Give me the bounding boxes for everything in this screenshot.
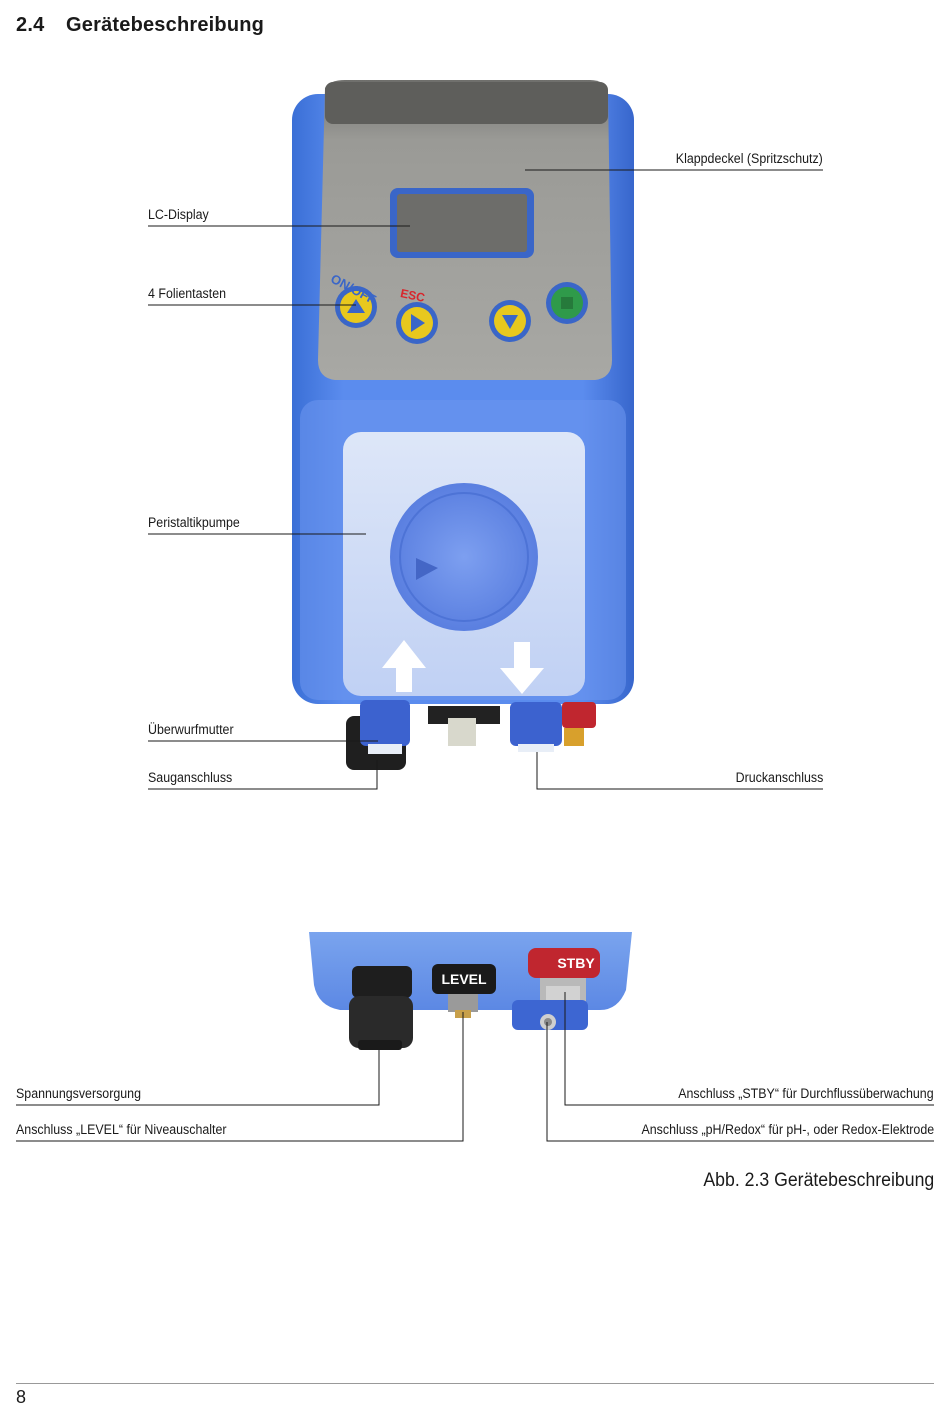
pressure-arrow-icon [500, 642, 544, 694]
leader-ph-redox [546, 1022, 934, 1142]
suction-arrow-icon [382, 640, 426, 692]
section-heading: 2.4 Gerätebeschreibung [16, 14, 264, 37]
label-peristaltikpumpe: Peristaltikpumpe [148, 515, 240, 530]
pump-rotor [390, 483, 538, 631]
footer-divider [16, 1383, 934, 1384]
stby-connector-label: STBY [557, 955, 595, 971]
stby-connector [528, 948, 600, 978]
label-anschluss-stby: Anschluss „STBY“ für Durchflussüberwachu… [678, 1086, 934, 1101]
lc-display-screen [397, 194, 527, 252]
pump-device-front: ON/OFF ESC [292, 80, 634, 770]
label-spannungsversorgung: Spannungsversorgung [16, 1086, 141, 1101]
section-title: Gerätebeschreibung [66, 14, 265, 36]
leader-level [16, 1012, 464, 1142]
label-folientasten: 4 Folientasten [148, 286, 227, 301]
pump-device-bottom-view [309, 932, 632, 1050]
page-number: 8 [16, 1387, 27, 1407]
membrane-keys [335, 282, 588, 344]
esc-key-label: ESC [399, 286, 426, 305]
label-anschluss-level: Anschluss „LEVEL“ für Niveauschalter [16, 1122, 227, 1137]
power-supply-gland [349, 996, 413, 1048]
leader-lines [16, 169, 934, 1142]
label-ueberwurfmutter: Überwurfmutter [148, 722, 234, 737]
pressure-nut [510, 702, 562, 746]
label-druckanschluss: Druckanschluss [735, 770, 823, 785]
suction-nut [360, 700, 410, 746]
leader-druckanschluss [536, 752, 823, 790]
label-lc-display: LC-Display [148, 207, 209, 222]
leader-sauganschluss [148, 760, 378, 790]
figure-caption: Abb. 2.3 Gerätebeschreibung [703, 1170, 934, 1191]
section-number: 2.4 [16, 14, 45, 36]
label-klappdeckel: Klappdeckel (Spritzschutz) [675, 151, 823, 166]
label-anschluss-ph-redox: Anschluss „pH/Redox“ für pH-, oder Redox… [641, 1122, 934, 1137]
leader-spannungsversorgung [16, 1045, 380, 1106]
leader-stby [564, 992, 934, 1106]
level-connector-label: LEVEL [441, 971, 487, 987]
level-connector [432, 964, 496, 994]
label-sauganschluss: Sauganschluss [148, 770, 233, 785]
